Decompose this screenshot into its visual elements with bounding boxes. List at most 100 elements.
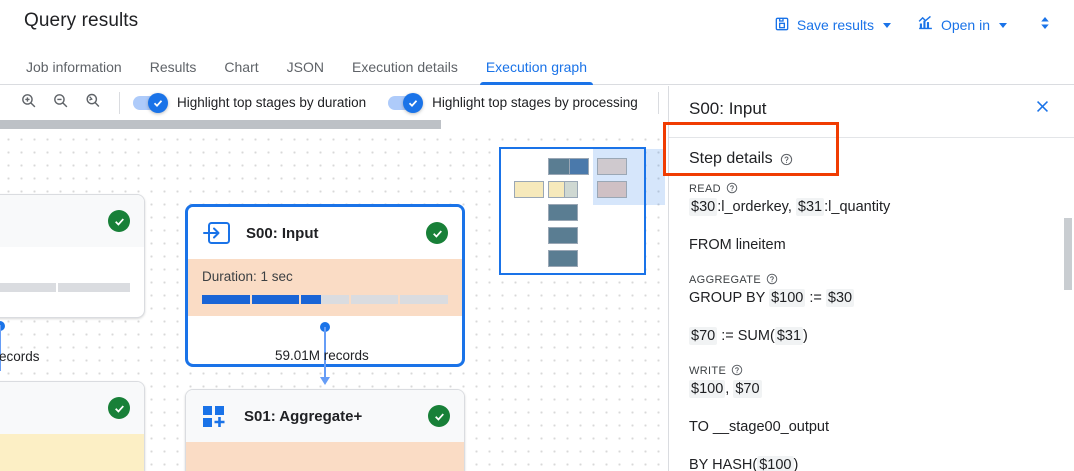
header-actions: Save results Open in (765, 8, 1062, 42)
to-line: TO __stage00_output (689, 419, 830, 435)
sum-line: $70 := SUM($31) (689, 327, 808, 345)
node-body: Duration: 1 sec (188, 259, 462, 316)
write-line: $100, $70 (689, 380, 762, 398)
minimap-node (548, 181, 565, 198)
tab-results[interactable]: Results (149, 59, 197, 75)
node-duration (200, 452, 450, 467)
progress-segment (251, 295, 300, 304)
canvas-horizontal-scrollbar[interactable] (0, 119, 668, 131)
node-title: S01: Aggregate+ (244, 407, 363, 425)
zoom-in-button[interactable] (14, 89, 42, 117)
panel-body: Step details READ (669, 138, 1074, 471)
tab-execution-graph[interactable]: Execution graph (472, 60, 601, 85)
progress-segment (0, 283, 56, 292)
save-results-button[interactable]: Save results (765, 10, 900, 41)
chevron-down-icon (999, 22, 1007, 28)
minimap-node (597, 158, 627, 175)
toggle-switch-knob (403, 92, 424, 113)
help-circle-icon[interactable] (731, 364, 744, 377)
aggregate-plus-icon (200, 401, 230, 431)
aggregate-keyword-label: AGGREGATE (689, 273, 762, 286)
progress-segment (202, 295, 250, 304)
toggle-highlight-duration[interactable]: Highlight top stages by duration (133, 92, 367, 113)
tab-json[interactable]: JSON (286, 59, 324, 75)
node-header (0, 195, 144, 247)
minimap-node (570, 158, 589, 175)
chevron-down-icon (882, 22, 891, 28)
node-progress-bar (0, 283, 130, 292)
node-body (0, 247, 144, 304)
by-hash-line: BY HASH($100) (689, 455, 1055, 471)
toggle-duration-label: Highlight top stages by duration (177, 95, 367, 110)
toggle-switch-track[interactable] (388, 92, 424, 113)
node-progress-bar (202, 295, 448, 304)
node-body (186, 442, 464, 471)
node-body (0, 434, 144, 471)
minimap-node (548, 227, 578, 244)
edge-arrow-icon (320, 377, 330, 385)
status-success-icon (108, 210, 130, 232)
zoom-reset-button[interactable] (78, 89, 106, 117)
tab-chart[interactable]: Chart (224, 59, 259, 75)
toggle-switch-knob (148, 92, 168, 113)
graph-node-partial-top-left[interactable] (0, 194, 145, 318)
progress-segment (350, 295, 399, 304)
toolbar-divider (119, 91, 120, 114)
step-details-label: Step details (689, 150, 773, 167)
execution-graph-canvas[interactable]: ecords S00: Input Duration: 1 sec (0, 119, 668, 471)
status-success-icon (108, 397, 130, 419)
graph-node-partial-bottom-left[interactable] (0, 381, 145, 471)
write-keyword: WRITE (689, 364, 1055, 377)
progress-segment (58, 283, 130, 292)
expand-panel-button[interactable] (1028, 8, 1062, 42)
edge-record-label: 59.01M records (275, 348, 369, 363)
minimap-node (514, 181, 544, 198)
tab-execution-details[interactable]: Execution details (351, 59, 458, 75)
graph-minimap[interactable] (499, 147, 665, 275)
unfold-more-icon (1036, 14, 1054, 37)
minimap-node (565, 181, 578, 198)
status-success-icon (426, 222, 448, 244)
edge-record-label-left: ecords (0, 349, 40, 364)
panel-header: S00: Input (669, 86, 1074, 132)
chart-bars-icon (917, 15, 934, 35)
node-title: S00: Input (246, 224, 319, 242)
help-circle-icon[interactable] (780, 153, 793, 166)
tab-job-information[interactable]: Job information (26, 59, 122, 75)
page-header: Query results Save results (0, 0, 1074, 47)
page-title: Query results (24, 10, 139, 31)
help-circle-icon[interactable] (726, 182, 739, 195)
toggle-highlight-processing[interactable]: Highlight top stages by processing (388, 92, 638, 113)
read-line: $30:l_orderkey, $31:l_quantity (689, 198, 891, 216)
close-icon (1034, 98, 1051, 120)
panel-title: S00: Input (689, 99, 767, 118)
open-in-label: Open in (940, 17, 990, 33)
open-in-button[interactable]: Open in (908, 9, 1016, 41)
toggle-switch-track[interactable] (133, 92, 168, 113)
progress-segment (400, 295, 448, 304)
edge-line (324, 327, 326, 380)
write-keyword-label: WRITE (689, 364, 727, 377)
node-duration: Duration: 1 sec (202, 269, 293, 284)
edge-connector-dot (0, 321, 5, 331)
close-panel-button[interactable] (1029, 96, 1055, 122)
save-results-label: Save results (796, 17, 874, 33)
toggle-processing-label: Highlight top stages by processing (432, 95, 638, 110)
node-header: S01: Aggregate+ (186, 390, 464, 442)
input-arrow-icon (202, 218, 232, 248)
from-line: FROM lineitem (689, 237, 786, 253)
node-header: S00: Input (188, 207, 462, 259)
node-duration (0, 444, 130, 459)
group-by-line: GROUP BY $100 := $30 (689, 289, 855, 307)
edge-line (0, 325, 1, 371)
graph-node-s01-aggregate[interactable]: S01: Aggregate+ (185, 389, 465, 471)
help-circle-icon[interactable] (766, 273, 779, 286)
zoom-out-button[interactable] (46, 89, 74, 117)
minimap-node (548, 250, 578, 267)
panel-vertical-scrollbar[interactable] (1064, 218, 1072, 290)
panel-divider (669, 137, 1074, 138)
tab-bar: Job information Results Chart JSON Execu… (0, 47, 1074, 85)
scrollbar-thumb[interactable] (0, 120, 441, 129)
minimap-node (548, 204, 578, 221)
step-details-panel: S00: Input Step details (668, 86, 1074, 471)
